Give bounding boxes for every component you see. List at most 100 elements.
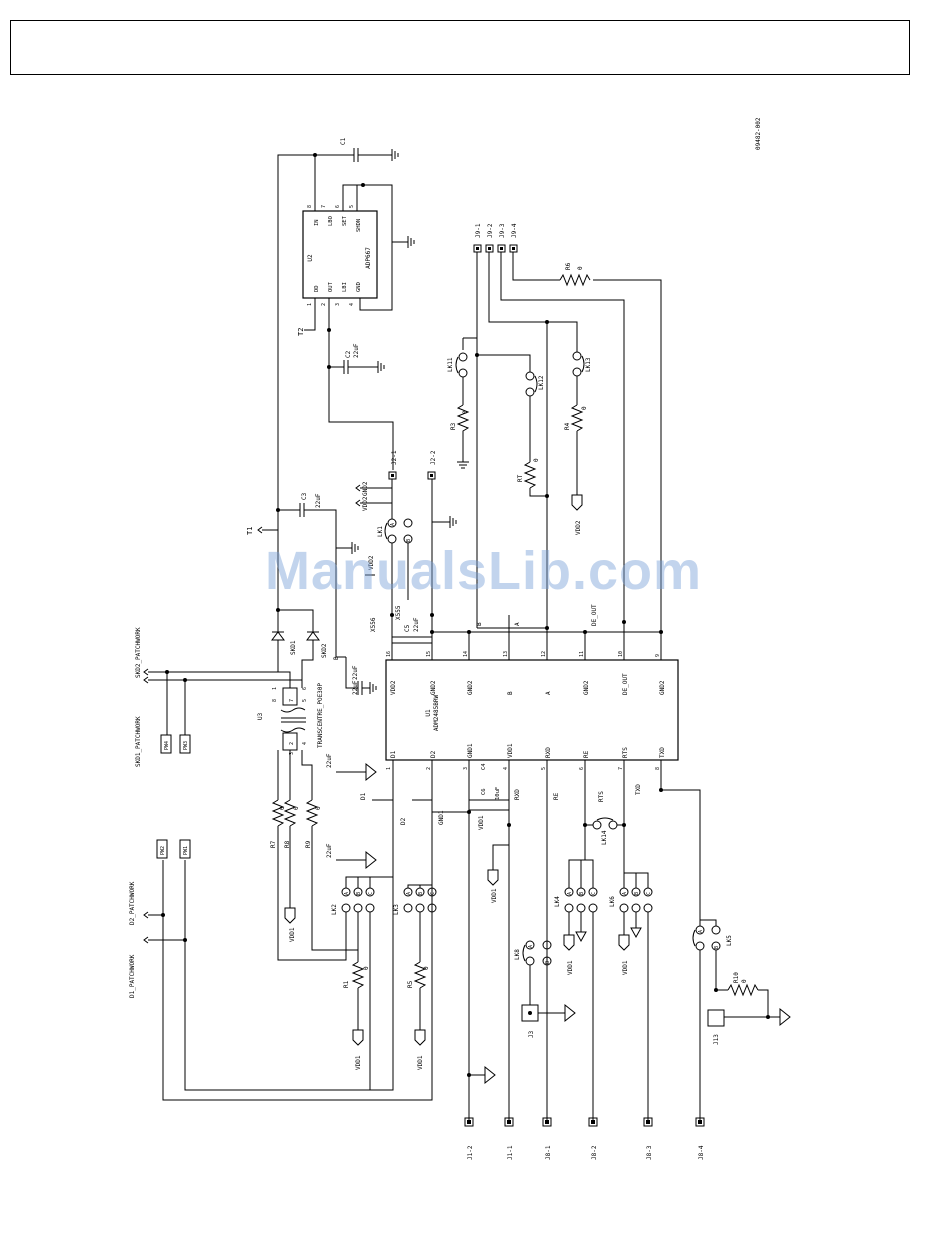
- svg-text:0: 0: [363, 966, 370, 970]
- svg-text:X556: X556: [370, 617, 377, 632]
- terminal-label: J8-2: [591, 1145, 598, 1160]
- u1-bottom-pin-number: 3: [463, 767, 469, 770]
- u1-top-pin-number: 15: [426, 651, 432, 657]
- r7-r8-r9: [271, 799, 359, 961]
- j2: J2-1 J2-2: [388, 450, 437, 480]
- j9-header: J9-1 J9-2 J9-3 J9-4: [473, 223, 518, 253]
- svg-text:R1: R1: [343, 980, 350, 988]
- svg-text:22uF: 22uF: [413, 617, 420, 632]
- svg-text:R9: R9: [305, 840, 312, 848]
- lk12: [523, 371, 547, 497]
- svg-text:6: 6: [335, 205, 341, 208]
- svg-text:5: 5: [302, 699, 308, 702]
- u1-bottom-pin-label: D1: [390, 750, 397, 758]
- svg-text:T1: T1: [246, 527, 254, 535]
- u1-bottom-pin-label: RXD: [545, 747, 552, 758]
- svg-text:A: A: [567, 892, 573, 895]
- svg-text:D1: D1: [360, 792, 367, 800]
- terminal-pad: [695, 1117, 705, 1127]
- svg-text:D1_PATCHWORK: D1_PATCHWORK: [129, 954, 136, 998]
- svg-text:A: A: [698, 930, 704, 933]
- ic-u1: U1 ADM2485BRW: [385, 659, 679, 761]
- svg-text:3: 3: [289, 752, 295, 755]
- svg-text:B: B: [579, 892, 585, 895]
- terminal-label: J1-2: [467, 1145, 474, 1160]
- svg-text:SHDN: SHDN: [356, 219, 362, 232]
- svg-text:1: 1: [272, 687, 278, 690]
- svg-text:VDD1: VDD1: [622, 960, 629, 975]
- svg-text:A: A: [528, 945, 534, 948]
- terminal-pad-center: [545, 1120, 549, 1124]
- u1-top-pin-number: 10: [618, 651, 624, 657]
- u1-bottom-wiring: [372, 760, 701, 1120]
- u1-top-pin-label: A: [545, 691, 552, 695]
- svg-text:OUT: OUT: [328, 281, 334, 292]
- svg-text:R10: R10: [733, 972, 740, 983]
- svg-text:R7: R7: [270, 840, 277, 848]
- u1-bottom-pin-label: RTS: [622, 747, 629, 758]
- svg-text:0: 0: [581, 406, 588, 410]
- svg-text:U1: U1: [425, 709, 432, 717]
- u1-bottom-pin-number: 8: [655, 767, 661, 770]
- svg-text:A: A: [390, 523, 396, 526]
- svg-text:DD: DD: [314, 285, 320, 292]
- svg-text:LK4: LK4: [554, 896, 561, 907]
- lk2-lk3: [341, 800, 437, 1100]
- svg-text:4: 4: [349, 303, 355, 306]
- svg-text:PW3: PW3: [183, 741, 189, 750]
- svg-text:C2: C2: [345, 350, 352, 358]
- svg-text:B: B: [545, 961, 551, 964]
- lk14: [585, 817, 624, 830]
- svg-text:C3: C3: [301, 492, 308, 500]
- terminal-label: J1-1: [507, 1145, 514, 1160]
- svg-text:VDD2: VDD2: [368, 555, 375, 570]
- svg-text:0: 0: [293, 806, 300, 810]
- svg-text:RT: RT: [517, 474, 524, 482]
- svg-text:5: 5: [349, 205, 355, 208]
- xfmr-u3: [277, 687, 313, 800]
- svg-text:22uF: 22uF: [352, 665, 359, 680]
- svg-text:J9-4: J9-4: [511, 223, 518, 238]
- svg-text:DE_OUT: DE_OUT: [591, 604, 598, 626]
- svg-text:VDD2: VDD2: [575, 520, 582, 535]
- lk13: [570, 351, 585, 511]
- svg-text:R6: R6: [565, 262, 572, 270]
- u1-top-pin-labels: VDD216GND215GND214B13A12GND211DE_OUT10GN…: [386, 651, 666, 695]
- svg-text:B: B: [714, 946, 720, 949]
- svg-text:A: A: [344, 892, 350, 895]
- u1-top-pin-label: DE_OUT: [622, 673, 629, 695]
- u1-top-pin-label: GND2: [659, 680, 666, 695]
- u1-bottom-pin-number: 7: [618, 767, 624, 770]
- svg-text:0: 0: [315, 806, 322, 810]
- svg-text:0: 0: [741, 979, 748, 983]
- lk1: [384, 518, 413, 551]
- svg-text:RE: RE: [553, 792, 560, 800]
- svg-text:0: 0: [462, 410, 469, 414]
- svg-text:GND: GND: [356, 282, 362, 292]
- u1-top-pin-number: 9: [655, 654, 661, 657]
- watermark: ManualsLib.com: [265, 541, 703, 601]
- svg-text:LK1: LK1: [377, 526, 384, 537]
- svg-text:J13: J13: [713, 1034, 720, 1045]
- svg-text:LK8: LK8: [514, 949, 521, 960]
- svg-text:B: B: [476, 622, 483, 626]
- j9-wiring: [462, 252, 662, 632]
- svg-text:C4: C4: [481, 763, 487, 770]
- svg-text:J9-3: J9-3: [499, 223, 506, 238]
- svg-text:R8: R8: [284, 840, 291, 848]
- svg-text:PW2: PW2: [160, 846, 166, 855]
- svg-text:C: C: [646, 892, 652, 895]
- svg-text:LK2: LK2: [331, 904, 338, 915]
- terminal-pad: [504, 1117, 514, 1127]
- svg-text:ADM2485BRW: ADM2485BRW: [433, 695, 440, 732]
- svg-text:0: 0: [423, 966, 430, 970]
- u1-top-pin-label: GND2: [430, 680, 437, 695]
- svg-text:LK6: LK6: [609, 896, 616, 907]
- svg-text:LK14: LK14: [601, 830, 608, 845]
- svg-text:A: A: [622, 892, 628, 895]
- svg-text:22uF: 22uF: [315, 493, 322, 508]
- svg-text:C: C: [591, 892, 597, 895]
